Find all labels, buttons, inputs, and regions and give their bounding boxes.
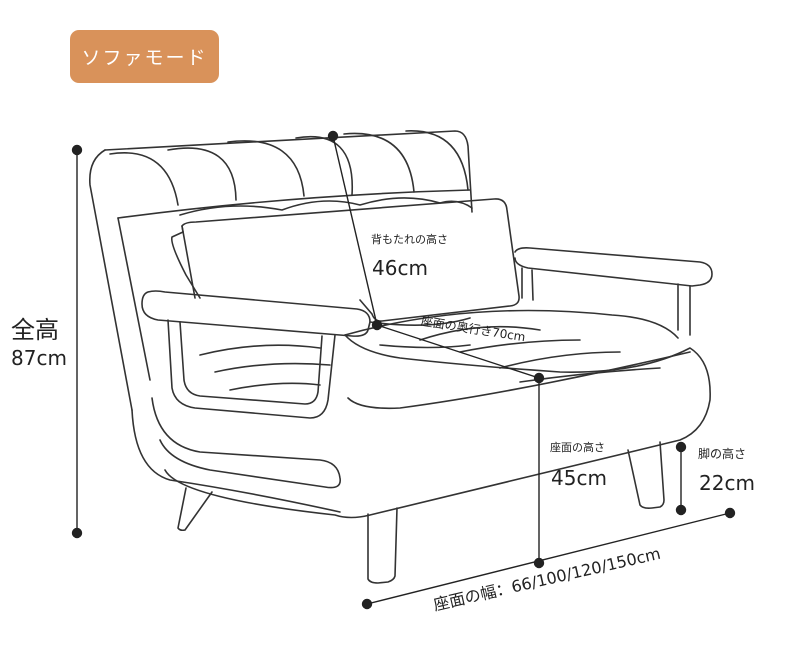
- seat-width-right-dot: [724, 507, 736, 519]
- right-leg: [627, 441, 665, 509]
- backrest-seam: [117, 189, 471, 219]
- back-cushion: [181, 198, 520, 322]
- leg-height-bottom-dot: [675, 504, 687, 516]
- backrest-height-line: [332, 135, 378, 326]
- seat-tufts: [369, 317, 661, 383]
- right-armrest-post: [521, 267, 691, 336]
- seat-front-edge: [347, 351, 691, 410]
- backrest-outline: [104, 130, 473, 213]
- backrest-lower-tufts: [179, 197, 473, 216]
- left-armrest-top: [141, 290, 371, 337]
- seat-width-left-dot: [361, 598, 373, 610]
- backrest-tufts: [109, 130, 469, 206]
- seat-depth-line: [376, 324, 540, 379]
- total-height-bottom-dot: [71, 527, 83, 539]
- total-height-title: 全高: [11, 316, 59, 344]
- leg-height-title: 脚の高さ: [698, 447, 747, 461]
- leg-height-value: 22cm: [699, 471, 755, 495]
- backrest-height-title: 背もたれの高さ: [371, 233, 448, 246]
- backrest-inner-side: [117, 217, 151, 381]
- sofa-mode-badge: ソファモード: [70, 30, 219, 83]
- left-back-leg: [177, 487, 213, 532]
- total-height-top-dot: [71, 144, 83, 156]
- seat-height-value: 45cm: [551, 466, 607, 490]
- total-height-value: 87cm: [11, 346, 67, 370]
- backrest-left-edge: [88, 149, 133, 411]
- cushion-left-side: [170, 231, 201, 299]
- right-armrest-top: [514, 247, 713, 287]
- seat-top: [344, 309, 679, 339]
- seat-inner-tufts: [199, 344, 331, 391]
- base-rail: [151, 397, 342, 489]
- left-armrest-frame-outer: [167, 319, 336, 419]
- leg-height-top-dot: [675, 441, 687, 453]
- backrest-height-top-dot: [327, 130, 339, 142]
- seat-front: [164, 334, 711, 519]
- front-leg: [367, 507, 398, 584]
- seat-height-title: 座面の高さ: [550, 441, 605, 454]
- left-armrest-frame-inner: [179, 321, 323, 405]
- cushion-left-fold: [181, 225, 196, 299]
- sofa-base: [131, 409, 341, 513]
- backrest-height-value: 46cm: [372, 256, 428, 280]
- seat-width-line: [366, 512, 731, 605]
